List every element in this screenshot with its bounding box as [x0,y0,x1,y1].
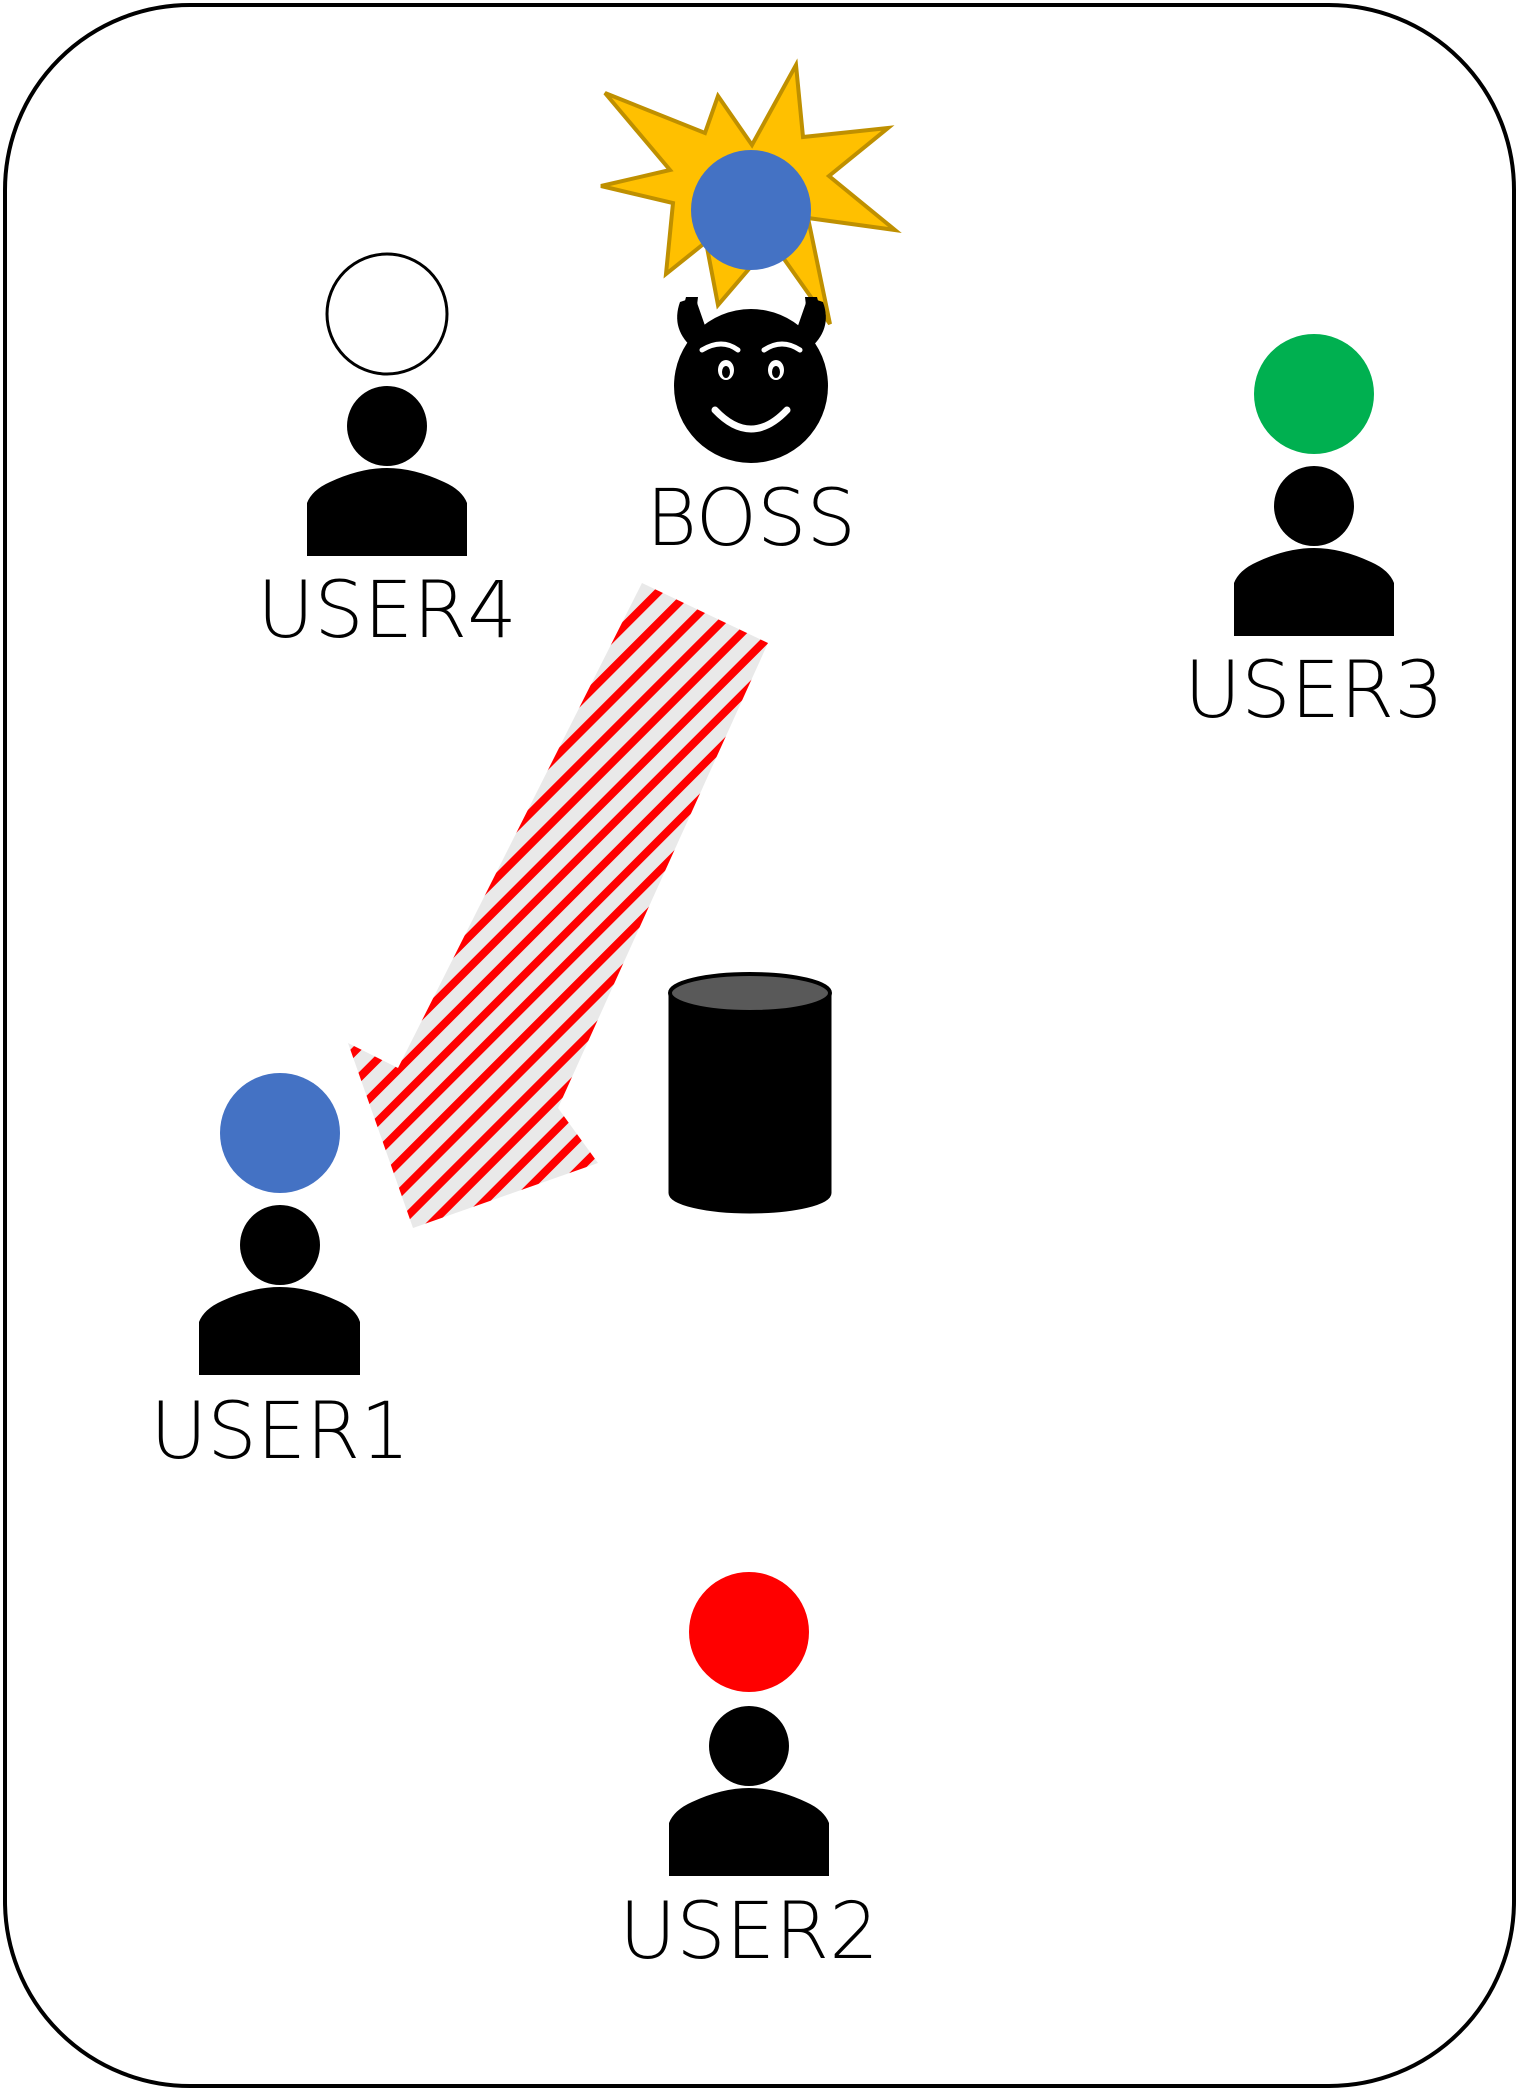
person-icon [1234,466,1394,636]
person-icon [669,1706,829,1876]
user3-label: USER3 [1184,646,1444,736]
person-icon [307,386,467,556]
boss-token [691,150,811,270]
user2-label: USER2 [619,1887,879,1977]
cylinder-database-icon [668,972,832,1214]
user1-label: USER1 [150,1387,410,1477]
user4-label: USER4 [257,566,517,656]
boss-label: BOSS [646,474,856,564]
person-icon [199,1205,360,1375]
user4-token [325,252,449,376]
user1-token [220,1073,340,1193]
user2-token [689,1572,809,1692]
devil-face-icon [674,297,828,463]
user3-token [1254,334,1374,454]
attack-arrow [348,583,768,1228]
